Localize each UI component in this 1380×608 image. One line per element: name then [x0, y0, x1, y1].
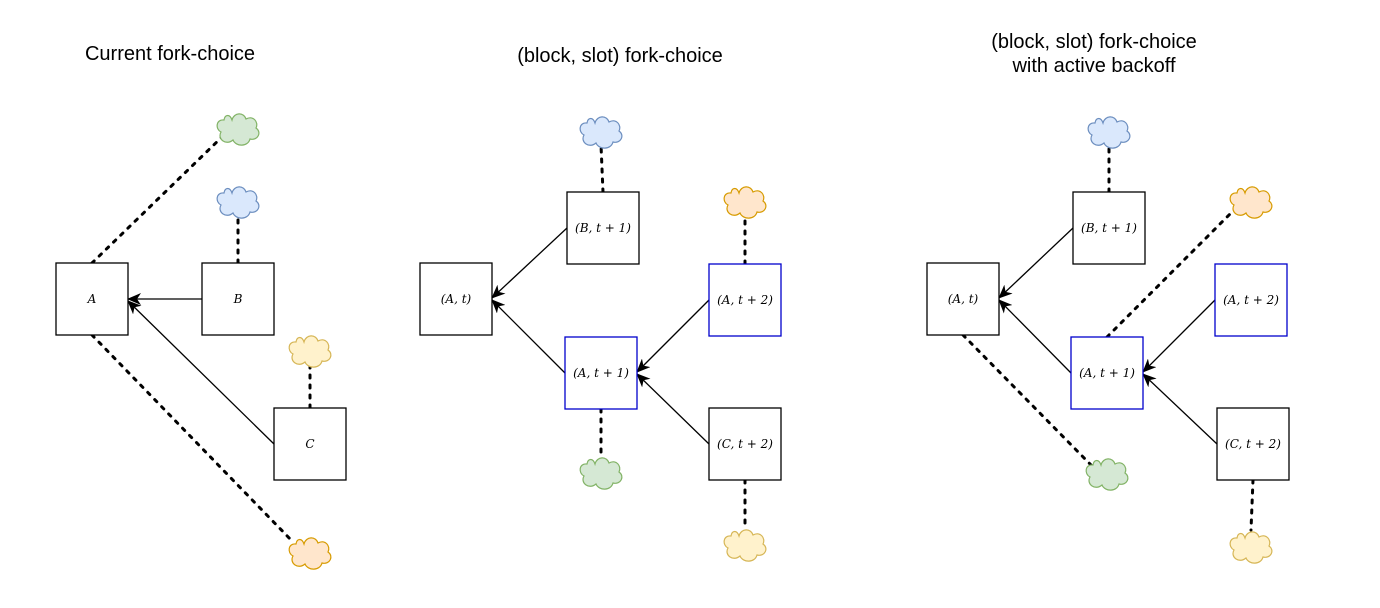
block-node-at1: (A, t + 1): [564, 336, 638, 410]
vote-line-yellow: [1249, 478, 1255, 532]
block-box: [564, 336, 638, 410]
vote-line-orange: [1105, 206, 1238, 339]
edge-at1-to-at: [998, 299, 1072, 374]
block-label: (C, t + 2): [1225, 437, 1281, 451]
panel-title-line: Current fork-choice: [85, 43, 255, 65]
block-node-ct2: (C, t + 2): [1216, 407, 1290, 481]
block-box: [1070, 336, 1144, 410]
block-label: (A, t + 1): [1079, 366, 1135, 380]
block-box: [201, 262, 275, 336]
block-label: (A, t + 1): [573, 366, 629, 380]
block-node-bt1: (B, t + 1): [566, 191, 640, 265]
edge-c-to-a: [127, 300, 275, 445]
block-box: [273, 407, 347, 481]
block-label: A: [87, 292, 97, 306]
blue-cloud-icon: [1087, 116, 1131, 149]
block-label: (B, t + 1): [575, 221, 631, 235]
block-node-at: (A, t): [419, 262, 493, 336]
edge-ct2-to-at1: [1142, 373, 1218, 445]
block-box: [1072, 191, 1146, 265]
block-node-c: C: [273, 407, 347, 481]
block-label: C: [305, 437, 314, 451]
block-box: [566, 191, 640, 265]
block-label: (A, t + 2): [1223, 293, 1279, 307]
block-box: [1214, 263, 1288, 337]
block-node-bt1: (B, t + 1): [1072, 191, 1146, 265]
block-node-at1: (A, t + 1): [1070, 336, 1144, 410]
panel-title-line: with active backoff: [1011, 55, 1175, 77]
edge-at2-to-at1: [636, 299, 710, 373]
block-box: [926, 262, 1000, 336]
panel-title-line: (block, slot) fork-choice: [991, 31, 1197, 53]
nodes-layer: A B C (A, t) (B, t + 1) (A, t + 1) (A, t + 2) (…: [55, 191, 1290, 481]
green-cloud-icon: [1085, 458, 1129, 491]
block-box: [708, 263, 782, 337]
block-node-ct2: (C, t + 2): [708, 407, 782, 481]
vote-line-green: [961, 333, 1094, 468]
vote-line-orange: [90, 333, 296, 545]
vote-line-green: [90, 133, 226, 265]
yellow-cloud-icon: [723, 529, 767, 562]
edge-ct2-to-at1: [636, 373, 710, 445]
block-label: (B, t + 1): [1081, 221, 1137, 235]
blue-cloud-icon: [216, 186, 260, 219]
green-cloud-icon: [579, 457, 623, 490]
vote-line-blue: [599, 143, 605, 194]
block-box: [1216, 407, 1290, 481]
green-cloud-icon: [216, 113, 260, 146]
block-label: (A, t): [441, 292, 472, 306]
votes-layer: [90, 133, 1255, 545]
block-label: (A, t + 2): [717, 293, 773, 307]
block-box: [55, 262, 129, 336]
block-node-at2: (A, t + 2): [708, 263, 782, 337]
edge-bt1-to-at: [998, 227, 1074, 299]
edge-bt1-to-at: [491, 227, 568, 299]
orange-cloud-icon: [1229, 186, 1273, 219]
block-node-b: B: [201, 262, 275, 336]
clouds-layer: [216, 113, 1273, 570]
edge-at1-to-at: [491, 299, 566, 374]
block-node-a: A: [55, 262, 129, 336]
panel-title: (block, slot) fork-choice: [517, 45, 723, 67]
orange-cloud-icon: [723, 186, 767, 219]
panel-title-line: (block, slot) fork-choice: [517, 45, 723, 67]
block-label: (A, t): [948, 292, 979, 306]
block-node-at: (A, t): [926, 262, 1000, 336]
orange-cloud-icon: [288, 537, 332, 570]
block-label: B: [233, 292, 243, 306]
block-node-at2: (A, t + 2): [1214, 263, 1288, 337]
panel-title: Current fork-choice: [85, 43, 255, 65]
edges-layer: [127, 227, 1218, 445]
blue-cloud-icon: [579, 116, 623, 149]
edge-at2-to-at1: [1142, 299, 1216, 373]
yellow-cloud-icon: [1229, 531, 1273, 564]
block-box: [419, 262, 493, 336]
block-box: [708, 407, 782, 481]
titles-layer: Current fork-choice (block, slot) fork-ch…: [85, 31, 1197, 77]
block-label: (C, t + 2): [717, 437, 773, 451]
yellow-cloud-icon: [288, 335, 332, 368]
